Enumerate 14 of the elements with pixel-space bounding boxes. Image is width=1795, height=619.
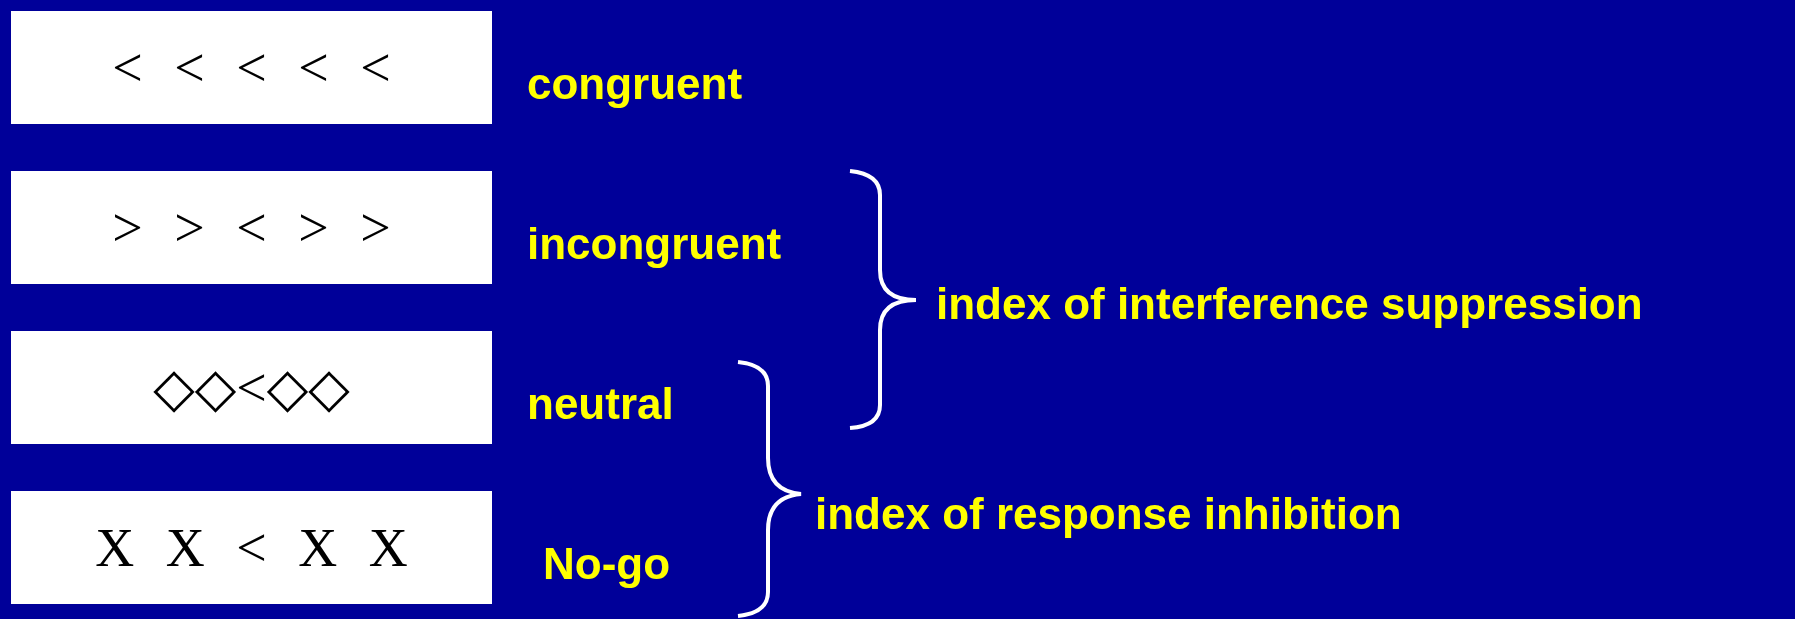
stimulus-arrows: < < < < < [112,36,391,99]
condition-label: No-go [543,542,671,586]
index-label: index of response inhibition [815,492,1402,536]
condition-label: congruent [527,62,743,106]
stimulus-arrows: > > < > > [112,196,391,259]
stimulus-box [11,331,492,444]
stimulus-box [11,11,492,124]
stimulus-box [11,491,492,604]
stimulus-arrows: ◇◇<◇◇ [153,357,350,419]
index-label: index of interference suppression [936,282,1643,326]
condition-label: neutral [527,382,674,426]
stimulus-arrows: X X < X X [95,516,408,579]
stimulus-box [11,171,492,284]
condition-label: incongruent [527,222,782,266]
